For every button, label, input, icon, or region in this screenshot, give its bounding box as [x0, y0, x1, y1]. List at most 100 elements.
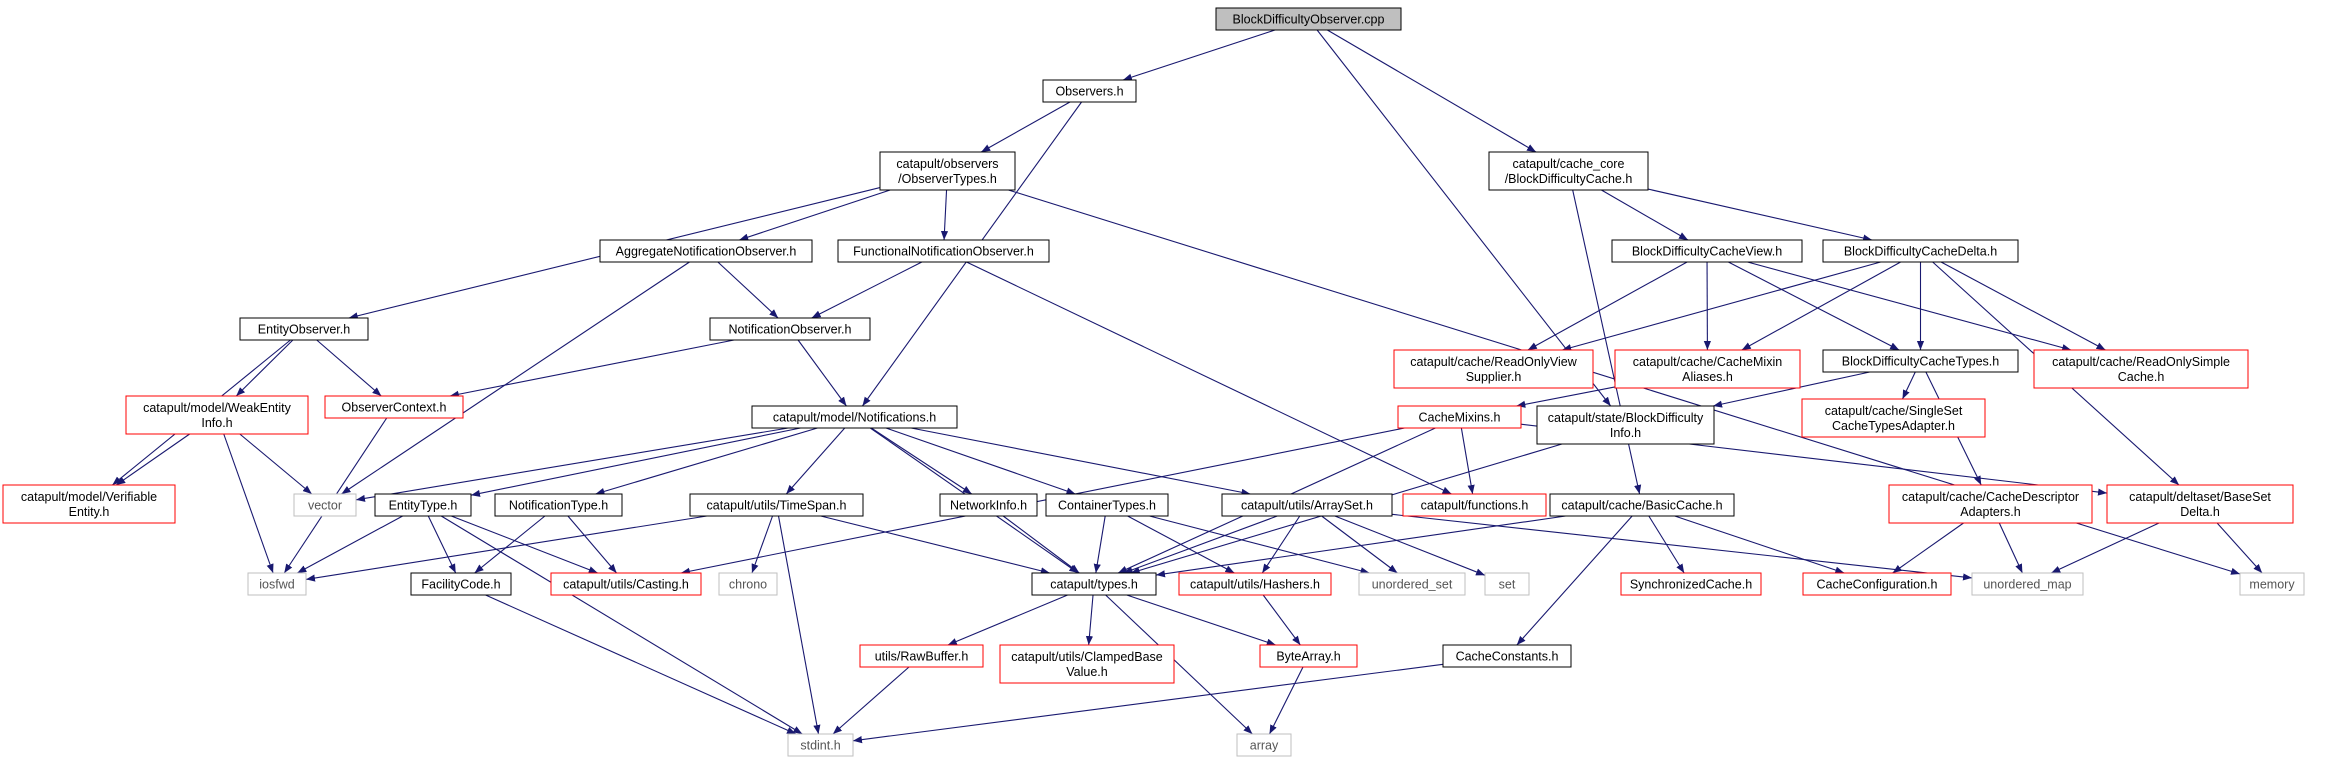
node-box — [709, 317, 871, 341]
edge-entity_type-to-facility_code — [427, 515, 457, 574]
node-cache_core[interactable]: catapult/cache_core/BlockDifficultyCache… — [1488, 151, 1649, 191]
node-label: ObserverContext.h — [342, 401, 447, 415]
edge-cache_mixins-to-casting — [680, 427, 1405, 575]
node-label: ContainerTypes.h — [1058, 499, 1156, 513]
node-bdc_view[interactable]: BlockDifficultyCacheView.h — [1611, 239, 1803, 263]
node-bdc_types[interactable]: BlockDifficultyCacheTypes.h — [1822, 349, 2019, 373]
node-label: FunctionalNotificationObserver.h — [853, 245, 1034, 259]
node-box — [1611, 239, 1803, 263]
node-single_set[interactable]: catapult/cache/SingleSetCacheTypesAdapte… — [1801, 398, 1986, 438]
edge-byte_array-to-array — [1269, 666, 1304, 735]
node-timespan[interactable]: catapult/utils/TimeSpan.h — [689, 493, 864, 517]
node-set: set — [1484, 572, 1530, 596]
node-entity_type[interactable]: EntityType.h — [374, 493, 472, 517]
edge-types-to-raw_buffer — [947, 594, 1068, 646]
node-label: BlockDifficultyObserver.cpp — [1233, 13, 1385, 27]
node-stdint: stdint.h — [787, 733, 854, 757]
node-label: catapult/functions.h — [1421, 499, 1529, 513]
node-iosfwd: iosfwd — [247, 572, 307, 596]
edge-weak_entity-to-verifiable_entity — [116, 433, 190, 486]
node-notif_observer[interactable]: NotificationObserver.h — [709, 317, 871, 341]
edge-cache_core-to-bdc_delta — [1647, 188, 1873, 242]
edge-raw_buffer-to-stdint — [832, 666, 910, 735]
node-byte_array[interactable]: ByteArray.h — [1259, 644, 1358, 668]
node-cache_mixins[interactable]: CacheMixins.h — [1397, 405, 1522, 429]
edge-cache_desc_adapters-to-cache_config — [1892, 522, 1964, 574]
node-cache_config[interactable]: CacheConfiguration.h — [1802, 572, 1952, 596]
node-box — [2033, 349, 2249, 389]
edge-weak_entity-to-iosfwd — [223, 433, 274, 574]
node-types[interactable]: catapult/types.h — [1031, 572, 1157, 596]
edge-root-to-observers — [1122, 29, 1276, 81]
node-label: EntityType.h — [389, 499, 458, 513]
edges-layer — [111, 29, 2263, 744]
node-label: array — [1250, 739, 1279, 753]
node-box — [324, 395, 464, 419]
node-entity_observer[interactable]: EntityObserver.h — [239, 317, 369, 341]
node-func_notif_obs[interactable]: FunctionalNotificationObserver.h — [837, 239, 1050, 263]
edge-bdc_view-to-readonly_simple — [1747, 261, 2072, 352]
node-observer_types[interactable]: catapult/observers/ObserverTypes.h — [879, 151, 1016, 191]
edge-hashers-to-byte_array — [1262, 594, 1301, 646]
node-network_info[interactable]: NetworkInfo.h — [939, 493, 1038, 517]
node-cache_constants[interactable]: CacheConstants.h — [1442, 644, 1572, 668]
node-label: catapult/cache/CacheMixin — [1633, 355, 1782, 369]
node-functions[interactable]: catapult/functions.h — [1402, 493, 1547, 517]
node-box — [751, 405, 958, 429]
node-unordered_map: unordered_map — [1971, 572, 2084, 596]
edge-network_info-to-types — [1002, 515, 1080, 574]
edge-container_types-to-unordered_set — [1149, 515, 1370, 575]
node-container_types[interactable]: ContainerTypes.h — [1045, 493, 1169, 517]
node-label: NotificationObserver.h — [729, 323, 852, 337]
node-synchronized_cache[interactable]: SynchronizedCache.h — [1620, 572, 1762, 596]
node-box — [689, 493, 864, 517]
node-basic_cache[interactable]: catapult/cache/BasicCache.h — [1549, 493, 1735, 517]
edge-notification_type-to-facility_code — [474, 515, 546, 574]
node-box — [293, 493, 357, 517]
node-casting[interactable]: catapult/utils/Casting.h — [550, 572, 702, 596]
node-label: unordered_set — [1372, 578, 1453, 592]
node-observer_context[interactable]: ObserverContext.h — [324, 395, 464, 419]
edge-bdc_delta-to-cache_mixin_aliases — [1741, 261, 1901, 351]
node-label: iosfwd — [259, 578, 294, 592]
edge-agg_notif_obs-to-notif_observer — [717, 261, 779, 319]
edge-bdc_delta-to-readonly_simple — [1940, 261, 2106, 351]
node-raw_buffer[interactable]: utils/RawBuffer.h — [859, 644, 984, 668]
node-box — [837, 239, 1050, 263]
node-label: BlockDifficultyCacheView.h — [1632, 245, 1782, 259]
node-label: Cache.h — [2118, 370, 2165, 384]
node-notifications[interactable]: catapult/model/Notifications.h — [751, 405, 958, 429]
node-hashers[interactable]: catapult/utils/Hashers.h — [1178, 572, 1332, 596]
edge-cache_mixins-to-functions — [1460, 427, 1475, 495]
node-bdc_delta[interactable]: BlockDifficultyCacheDelta.h — [1822, 239, 2019, 263]
node-label: EntityObserver.h — [258, 323, 350, 337]
node-observers[interactable]: Observers.h — [1042, 79, 1137, 103]
node-label: set — [1499, 578, 1516, 592]
edge-types-to-byte_array — [1126, 594, 1276, 646]
edge-agg_notif_obs-to-vector — [341, 261, 690, 495]
edge-entity_observer-to-observer_context — [316, 339, 382, 397]
node-label: CacheConstants.h — [1456, 650, 1559, 664]
node-facility_code[interactable]: FacilityCode.h — [410, 572, 512, 596]
node-agg_notif_obs[interactable]: AggregateNotificationObserver.h — [599, 239, 813, 263]
edge-timespan-to-chrono — [751, 515, 774, 574]
edge-notifications-to-network_info — [870, 427, 973, 495]
edge-entity_observer-to-weak_entity — [235, 339, 294, 397]
node-root[interactable]: BlockDifficultyObserver.cpp — [1215, 7, 1402, 31]
node-label: memory — [2249, 578, 2295, 592]
node-notification_type[interactable]: NotificationType.h — [494, 493, 623, 517]
node-box — [1358, 572, 1466, 596]
node-array_set[interactable]: catapult/utils/ArraySet.h — [1221, 493, 1393, 517]
node-box — [239, 317, 369, 341]
node-box — [1802, 572, 1952, 596]
node-label: catapult/deltaset/BaseSet — [2129, 490, 2271, 504]
